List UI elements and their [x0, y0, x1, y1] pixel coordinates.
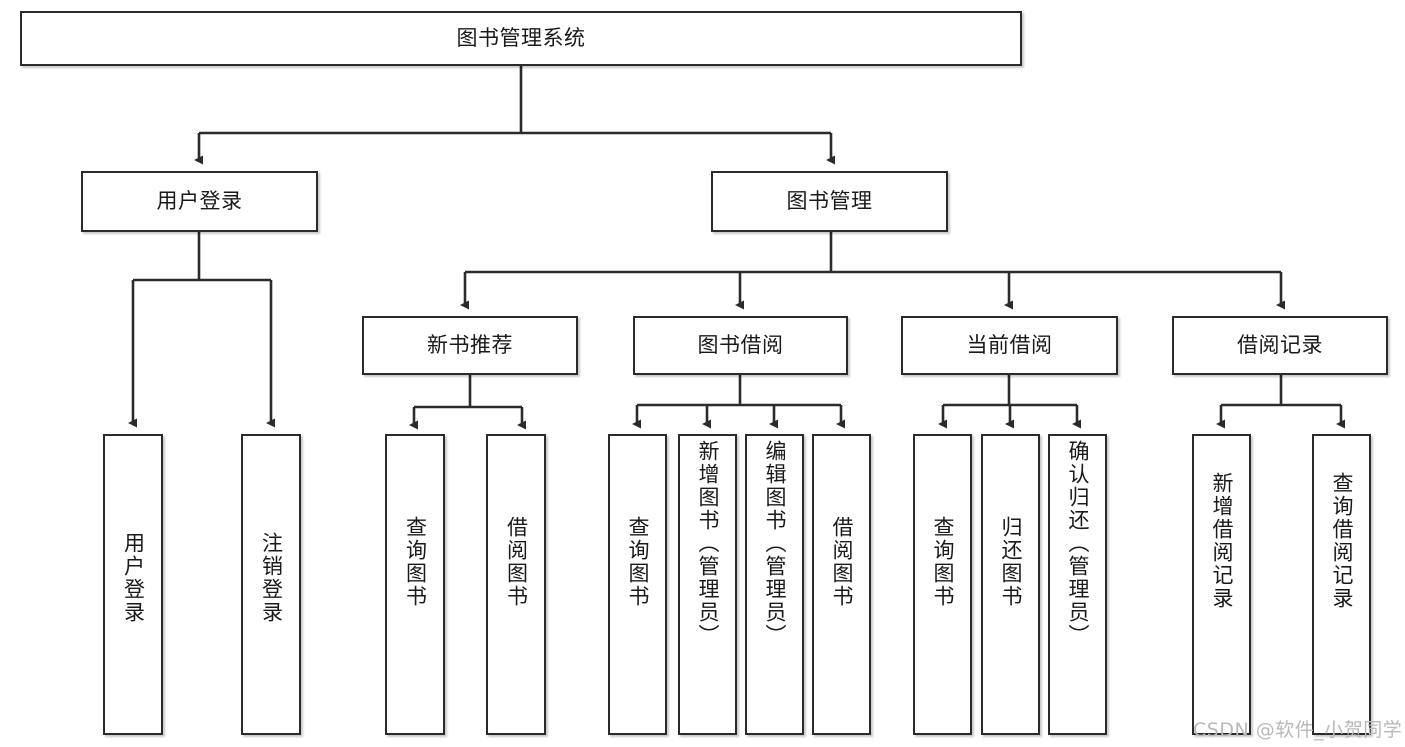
leaf-edit-book-admin[interactable]: 编辑图书（管理员）: [745, 434, 804, 735]
node-label: 用户登录: [121, 532, 146, 624]
leaf-logout-login[interactable]: 注销登录: [241, 434, 301, 735]
csdn-watermark: CSDN @软件_小贺同学: [1193, 719, 1403, 741]
leaf-query-book-recommend[interactable]: 查询图书: [385, 434, 445, 735]
node-book-management[interactable]: 图书管理: [711, 171, 948, 232]
node-user-login[interactable]: 用户登录: [81, 171, 318, 232]
node-label: 图书管理系统: [456, 26, 586, 51]
leaf-user-login[interactable]: 用户登录: [103, 434, 163, 735]
leaf-query-book-borrow[interactable]: 查询图书: [608, 434, 667, 735]
node-label: 借阅图书: [504, 516, 529, 608]
node-label: 查询借阅记录: [1330, 472, 1354, 610]
node-label: 图书借阅: [697, 333, 784, 358]
leaf-borrow-book[interactable]: 借阅图书: [812, 434, 871, 735]
leaf-query-borrow-record[interactable]: 查询借阅记录: [1312, 434, 1371, 735]
node-root-system[interactable]: 图书管理系统: [20, 11, 1022, 66]
leaf-add-book-admin[interactable]: 新增图书（管理员）: [678, 434, 737, 735]
leaf-add-borrow-record[interactable]: 新增借阅记录: [1192, 434, 1251, 735]
node-label: 编辑图书（管理员）: [763, 440, 787, 647]
node-label: 查询图书: [403, 516, 428, 608]
node-new-book-recommend[interactable]: 新书推荐: [362, 316, 578, 375]
node-label: 查询图书: [931, 516, 955, 608]
node-label: 确认归还（管理员）: [1066, 440, 1090, 647]
node-label: 新增图书（管理员）: [696, 440, 720, 647]
node-label: 查询图书: [626, 516, 650, 608]
node-label: 新书推荐: [427, 333, 513, 358]
leaf-query-book-current[interactable]: 查询图书: [913, 434, 972, 735]
leaf-confirm-return-admin[interactable]: 确认归还（管理员）: [1048, 434, 1107, 735]
node-label: 用户登录: [156, 189, 243, 214]
node-book-borrow[interactable]: 图书借阅: [633, 316, 848, 375]
node-label: 图书管理: [786, 189, 873, 214]
node-label: 新增借阅记录: [1210, 472, 1234, 610]
leaf-borrow-book-recommend[interactable]: 借阅图书: [486, 434, 546, 735]
node-label: 归还图书: [999, 516, 1023, 608]
node-current-borrow[interactable]: 当前借阅: [901, 316, 1118, 375]
node-label: 注销登录: [259, 532, 284, 624]
node-borrow-record[interactable]: 借阅记录: [1172, 316, 1388, 375]
leaf-return-book[interactable]: 归还图书: [981, 434, 1040, 735]
node-label: 借阅图书: [830, 516, 854, 608]
node-label: 当前借阅: [966, 333, 1053, 358]
node-label: 借阅记录: [1237, 333, 1323, 358]
